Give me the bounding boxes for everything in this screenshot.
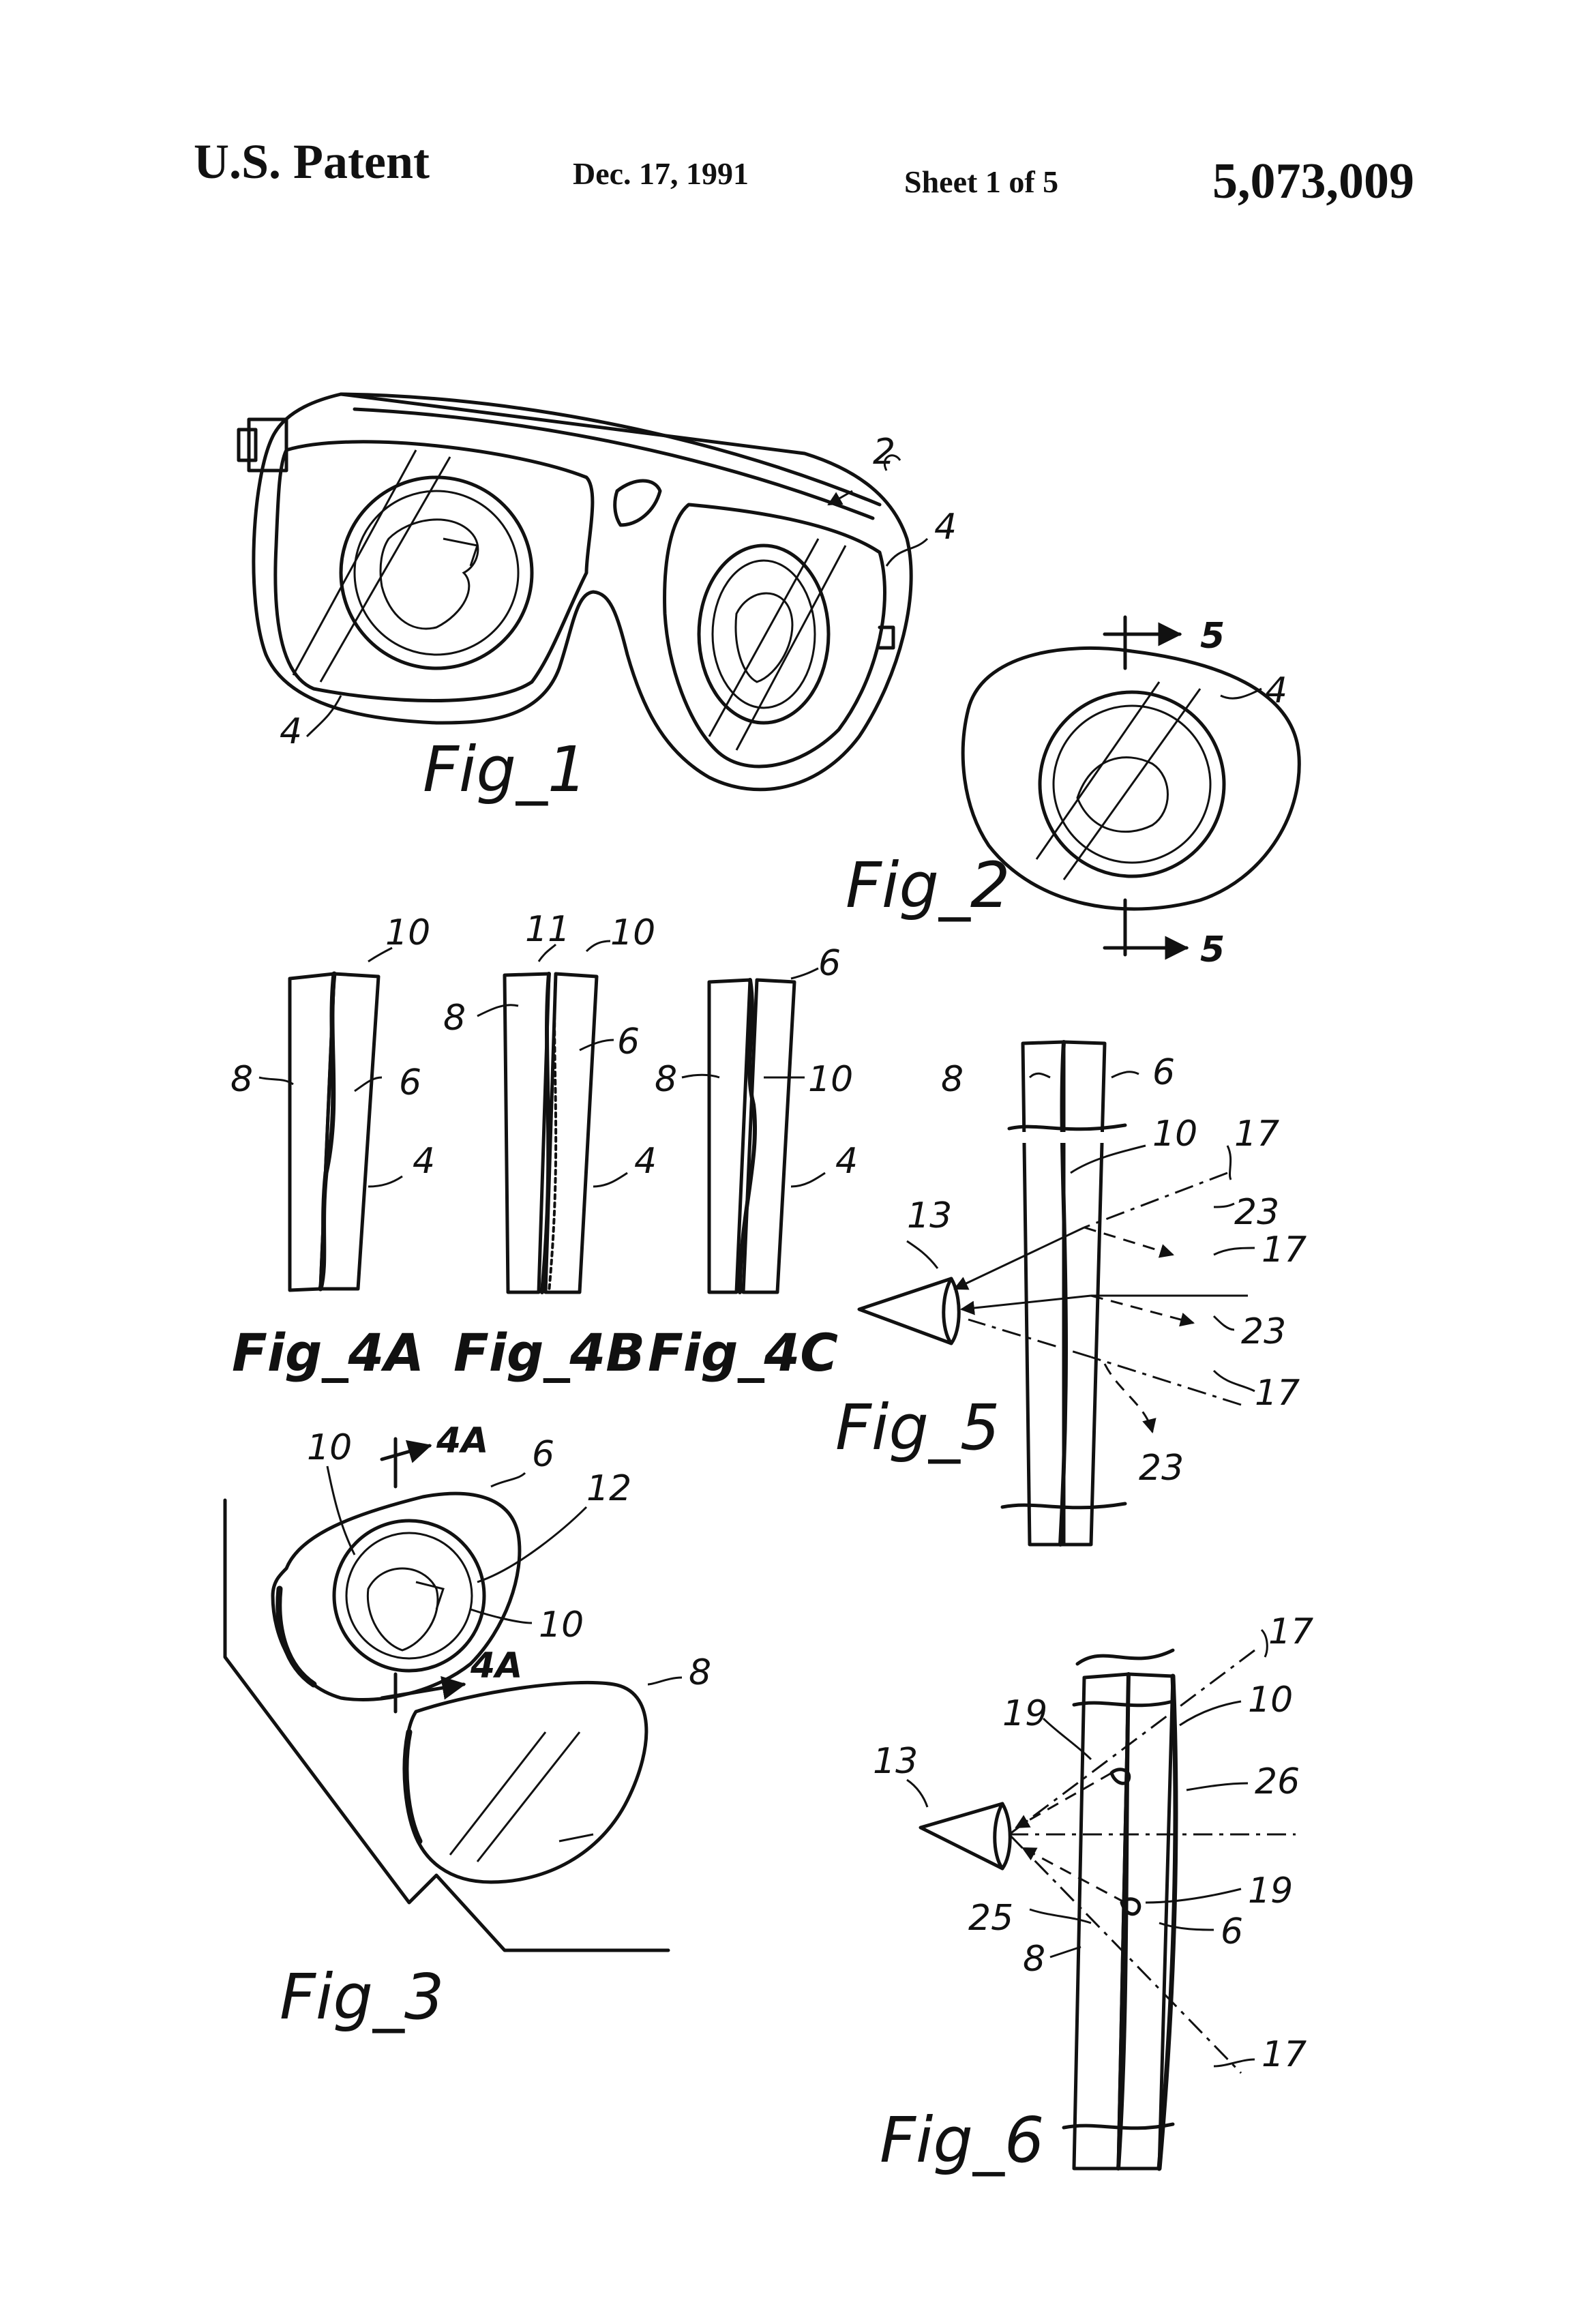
fig2-ref-5-bottom: 5	[1200, 929, 1225, 970]
fig4a-ref-6: 6	[399, 1062, 421, 1103]
fig6-ref-10: 10	[1248, 1680, 1293, 1720]
fig3-label: Fig_3	[280, 1961, 444, 2034]
fig4c-ref-6: 6	[818, 943, 841, 984]
fig2-ref-5-top: 5	[1200, 616, 1225, 657]
fig6-ref-19: 19	[1248, 1871, 1293, 1911]
fig4b-ref-4: 4	[634, 1141, 657, 1182]
fig4b-ref-11: 11	[525, 909, 570, 950]
fig6-ref-13: 13	[873, 1741, 918, 1782]
fig4a-label: Fig_4A	[232, 1322, 424, 1383]
fig5-ref-17: 17	[1262, 1230, 1307, 1270]
fig4b-ref-10: 10	[610, 912, 655, 953]
fig5-ref-8: 8	[941, 1059, 964, 1100]
fig5-ref-6: 6	[1152, 1052, 1175, 1093]
fig4b-ref-6: 6	[617, 1022, 640, 1062]
fig4a-section: 10 8 6 4 Fig_4A	[230, 912, 435, 1383]
fig6-section: 17 10 19 26 13 19 25 6 8 17 Fig_6	[873, 1611, 1313, 2177]
fig2-label: Fig_2	[846, 849, 1010, 922]
fig4c-ref-10: 10	[808, 1059, 853, 1100]
fig1-sunglasses: Fig_1 2 4 4	[237, 392, 957, 806]
fig4b-ref-8: 8	[443, 998, 466, 1039]
fig4a-ref-4: 4	[413, 1141, 435, 1182]
patent-number: 5,073,009	[1212, 153, 1414, 209]
fig3-ref-4A-bottom: 4A	[470, 1645, 522, 1686]
fig2-ref-4: 4	[1265, 670, 1287, 711]
fig5-ref-17: 17	[1255, 1373, 1300, 1414]
fig3-ref-6: 6	[532, 1434, 554, 1475]
fig5-ref-23: 23	[1241, 1311, 1286, 1352]
fig6-ref-17: 17	[1268, 1611, 1313, 1652]
fig3-ref-10: 10	[307, 1427, 352, 1468]
fig6-ref-17: 17	[1262, 2034, 1307, 2075]
fig5-label: Fig_5	[835, 1391, 1000, 1464]
sheet-number: Sheet 1 of 5	[904, 164, 1059, 199]
fig5-section: 8 6 10 17 23 13 17 23 17 23 Fig_5	[835, 1040, 1307, 1547]
fig1-ref-4: 4	[280, 711, 302, 752]
fig4b-label: Fig_4B	[453, 1322, 645, 1383]
fig6-ref-19: 19	[1002, 1693, 1047, 1734]
patent-date: Dec. 17, 1991	[573, 156, 749, 191]
patent-title: U.S. Patent	[194, 134, 430, 189]
fig5-ref-17: 17	[1234, 1114, 1279, 1154]
fig4c-section: 6 8 10 4 Fig_4C	[648, 943, 858, 1383]
fig1-label: Fig_1	[423, 733, 587, 806]
fig3-ref-8: 8	[689, 1652, 711, 1693]
fig5-ref-10: 10	[1152, 1114, 1197, 1154]
fig6-ref-26: 26	[1255, 1761, 1300, 1802]
fig4a-ref-8: 8	[230, 1059, 253, 1100]
fig3-exploded-lens: 10 4A 6 12 10 4A 8 Fig_3	[223, 1420, 711, 2034]
fig6-label: Fig_6	[880, 2104, 1044, 2177]
fig6-ref-8: 8	[1023, 1939, 1045, 1980]
fig1-ref-4: 4	[934, 507, 957, 548]
fig3-ref-4A-top: 4A	[436, 1420, 488, 1461]
fig5-ref-13: 13	[907, 1195, 952, 1236]
fig4b-section: 11 10 8 6 4 Fig_4B	[443, 909, 657, 1383]
fig4a-ref-10: 10	[385, 912, 430, 953]
fig4c-ref-4: 4	[835, 1141, 858, 1182]
fig5-ref-23: 23	[1139, 1448, 1184, 1489]
fig1-ref-2: 2	[873, 432, 895, 473]
fig4c-label: Fig_4C	[648, 1322, 838, 1383]
fig6-ref-6: 6	[1221, 1911, 1243, 1952]
fig3-ref-10: 10	[539, 1605, 584, 1645]
fig4c-ref-8: 8	[655, 1059, 677, 1100]
fig2-lens: 5 4 5 Fig_2	[846, 615, 1301, 970]
fig6-ref-25: 25	[968, 1898, 1013, 1939]
fig5-ref-23: 23	[1234, 1192, 1279, 1233]
fig3-ref-12: 12	[586, 1468, 631, 1509]
